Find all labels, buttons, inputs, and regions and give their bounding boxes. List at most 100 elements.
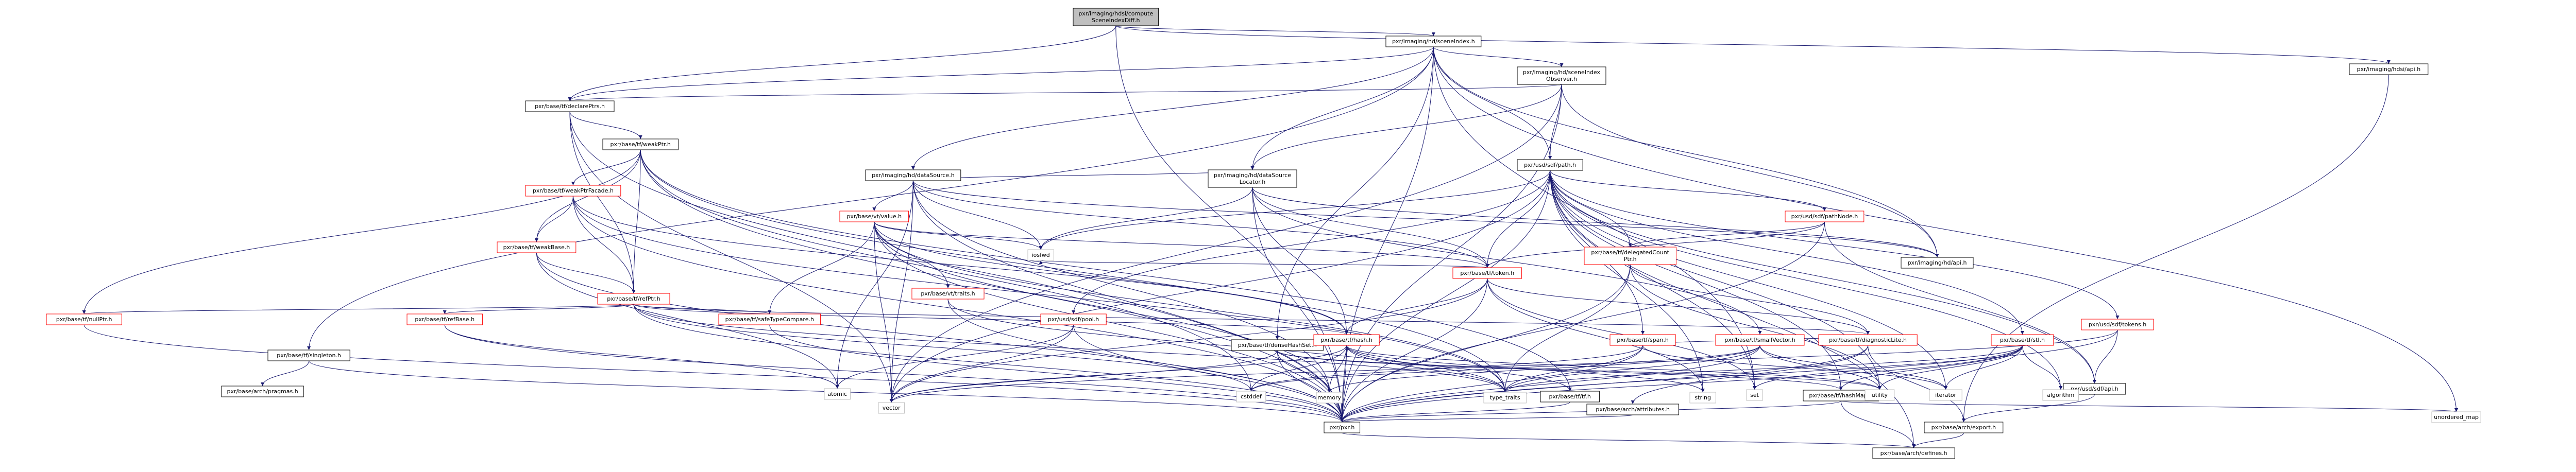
graph-node-sdfApi[interactable]: pxr/usd/sdf/api.h (2063, 383, 2126, 395)
graph-node-box (1540, 391, 1600, 403)
graph-edge-smallVector-to-pxr (1340, 345, 1760, 423)
graph-edge-token-to-string (1487, 278, 1705, 393)
graph-node-tfTf[interactable]: pxr/base/tf/tf.h (1540, 391, 1600, 403)
graph-node-weakPtr[interactable]: pxr/base/tf/weakPtr.h (602, 138, 679, 150)
graph-node-denseHashSet[interactable]: pxr/base/tf/denseHashSet.h (1231, 339, 1324, 351)
graph-node-weakBase[interactable]: pxr/base/tf/weakBase.h (497, 241, 577, 253)
graph-node-label: pxr/usd/sdf/tokens.h (2089, 321, 2146, 328)
graph-node-label: pxr/imaging/hd/api.h (1908, 259, 1967, 266)
graph-edge-sceneIndex-to-singleton (307, 46, 1434, 351)
graph-node-box (1517, 159, 1583, 171)
graph-edge-sdfPath-to-token (1485, 170, 1551, 268)
graph-edge-singleton-to-pragmas (261, 360, 310, 387)
graph-edge-delegatedCountPtr-to-typeTraits (1503, 264, 1631, 393)
graph-node-label: pxr/base/tf/diagnosticLite.h (1829, 337, 1907, 343)
graph-node-iterator: iterator (1929, 389, 1962, 401)
graph-node-sdfPath[interactable]: pxr/usd/sdf/path.h (1517, 159, 1583, 171)
graph-edge-tfHash-to-cstddef (1249, 345, 1347, 392)
graph-node-declarePtrs[interactable]: pxr/base/tf/declarePtrs.h (525, 100, 615, 112)
graph-node-label: set (1750, 392, 1759, 398)
graph-node-label: pxr/base/arch/pragmas.h (227, 388, 298, 395)
graph-node-label: pxr/imaging/hd/dataSource.h (872, 172, 955, 179)
graph-edge-denseHashSet-to-utility (1277, 350, 1882, 390)
graph-node-weakPtrFacade[interactable]: pxr/base/tf/weakPtrFacade.h (525, 185, 621, 197)
graph-node-pxr[interactable]: pxr/pxr.h (1324, 422, 1361, 433)
graph-edge-sceneIndex-to-pxr (1340, 46, 1434, 423)
graph-edge-vtValue-to-safeTypeCompare (768, 221, 875, 314)
graph-edge-tfHash-to-memory (1327, 345, 1347, 393)
graph-edge-sdfTokens-to-sdfApi (2092, 329, 2118, 384)
graph-node-label: pxr/base/tf/weakPtrFacade.h (533, 187, 614, 194)
graph-node-label: pxr/base/tf/refPtr.h (607, 295, 660, 302)
graph-node-label: iterator (1935, 392, 1956, 398)
graph-edge-token-to-iosfwd (1039, 260, 1488, 268)
graph-node-nullPtr[interactable]: pxr/base/tf/nullPtr.h (46, 313, 122, 325)
graph-edge-dataSourceLocator-to-tfHash (1252, 187, 1349, 335)
graph-node-label: pxr/base/tf/safeTypeCompare.h (725, 316, 814, 323)
graph-node-archDefines[interactable]: pxr/base/arch/defines.h (1872, 447, 1955, 459)
graph-edge-hdsiApi-to-archExport (1961, 74, 2389, 423)
graph-node-box (1073, 8, 1159, 26)
graph-edge-tfStl-to-hashMap (1839, 345, 2023, 391)
graph-node-sdfPool[interactable]: pxr/usd/sdf/pool.h (1040, 313, 1107, 325)
graph-node-hdApi[interactable]: pxr/imaging/hd/api.h (1901, 257, 1974, 269)
graph-edge-sceneIndex-to-declarePtrs (568, 46, 1434, 101)
graph-node-label: iosfwd (1032, 252, 1050, 258)
graph-node-tfHash[interactable]: pxr/base/tf/hash.h (1313, 334, 1380, 346)
graph-edge-tfHash-to-utility (1346, 345, 1882, 390)
graph-edge-weakPtr-to-weakPtrFacade (571, 149, 641, 186)
graph-node-label: pxr/base/tf/token.h (1460, 270, 1514, 276)
graph-node-box (2349, 63, 2429, 75)
graph-node-vtValue[interactable]: pxr/base/vt/value.h (839, 211, 909, 222)
graph-node-label: unordered_map (2434, 414, 2479, 421)
graph-edge-refPtr-to-safeTypeCompare (633, 304, 772, 314)
graph-node-hashMap[interactable]: pxr/base/tf/hashMap.h (1803, 390, 1879, 401)
graph-edge-sceneIndex-to-unorderedMap (1433, 46, 2459, 412)
graph-node-archExport[interactable]: pxr/base/arch/export.h (1924, 422, 2004, 433)
graph-node-label: pxr/base/tf/tf.h (1549, 393, 1590, 400)
graph-edge-weakPtr-to-tfTf (640, 149, 1572, 392)
graph-edge-sceneIndex-to-dataSource (911, 46, 1434, 170)
graph-node-box (2431, 411, 2481, 423)
graph-node-label: algorithm (2047, 392, 2074, 398)
graph-node-label: pxr/base/tf/singleton.h (277, 352, 341, 359)
graph-node-pragmas[interactable]: pxr/base/arch/pragmas.h (221, 386, 304, 397)
graph-node-diagnosticLite[interactable]: pxr/base/tf/diagnosticLite.h (1818, 334, 1918, 346)
graph-edge-sdfPath-to-set (1550, 170, 1757, 390)
graph-node-label: pxr/base/arch/defines.h (1880, 450, 1947, 457)
graph-edge-sdfPool-to-pxr (1073, 324, 1344, 423)
graph-node-label: pxr/base/tf/delegatedCount (1591, 249, 1669, 256)
graph-node-refBase[interactable]: pxr/base/tf/refBase.h (406, 313, 483, 325)
graph-edge-weakPtrFacade-to-weakBase (534, 196, 573, 242)
graph-node-archAttributes[interactable]: pxr/base/arch/attributes.h (1586, 404, 1679, 415)
graph-edge-pathNode-to-delegatedCountPtr (1628, 221, 1825, 248)
graph-node-refPtr[interactable]: pxr/base/tf/refPtr.h (597, 293, 670, 305)
graph-node-sceneIndex[interactable]: pxr/imaging/hd/sceneIndex.h (1385, 36, 1482, 47)
graph-edge-smallVector-to-iterator (1759, 345, 1948, 390)
graph-node-tfStl[interactable]: pxr/base/tf/stl.h (1991, 334, 2054, 346)
graph-edge-sdfApi-to-archExport (1961, 394, 2095, 423)
graph-edge-dataSource-to-hdApi (912, 180, 1939, 258)
graph-node-pathNode[interactable]: pxr/usd/sdf/pathNode.h (1785, 211, 1865, 222)
graph-node-token[interactable]: pxr/base/tf/token.h (1452, 267, 1522, 279)
graph-node-sdfTokens[interactable]: pxr/usd/sdf/tokens.h (2081, 319, 2154, 330)
graph-node-unorderedMap: unordered_map (2431, 411, 2481, 423)
graph-node-dataSource[interactable]: pxr/imaging/hd/dataSource.h (865, 169, 961, 181)
graph-edge-sceneIndex-to-set (1433, 46, 1757, 390)
graph-node-label: Locator.h (1240, 179, 1266, 185)
graph-edge-vtValue-to-tfHash (874, 221, 1349, 335)
graph-node-label: atomic (827, 391, 847, 397)
graph-node-singleton[interactable]: pxr/base/tf/singleton.h (267, 349, 350, 361)
graph-node-hdsiApi[interactable]: pxr/imaging/hdsi/api.h (2349, 63, 2429, 75)
graph-node-smallVector[interactable]: pxr/base/tf/smallVector.h (1715, 334, 1805, 346)
graph-node-tfSpan[interactable]: pxr/base/tf/span.h (1609, 334, 1676, 346)
graph-node-safeTypeCompare[interactable]: pxr/base/tf/safeTypeCompare.h (718, 313, 821, 325)
graph-edge-denseHashSet-to-hashMap (1277, 350, 1843, 391)
graph-edge-root-to-declarePtrs (568, 25, 1116, 101)
graph-node-vtTraits[interactable]: pxr/base/vt/traits.h (911, 288, 985, 300)
graph-edge-smallVector-to-cstddef (1249, 345, 1760, 392)
